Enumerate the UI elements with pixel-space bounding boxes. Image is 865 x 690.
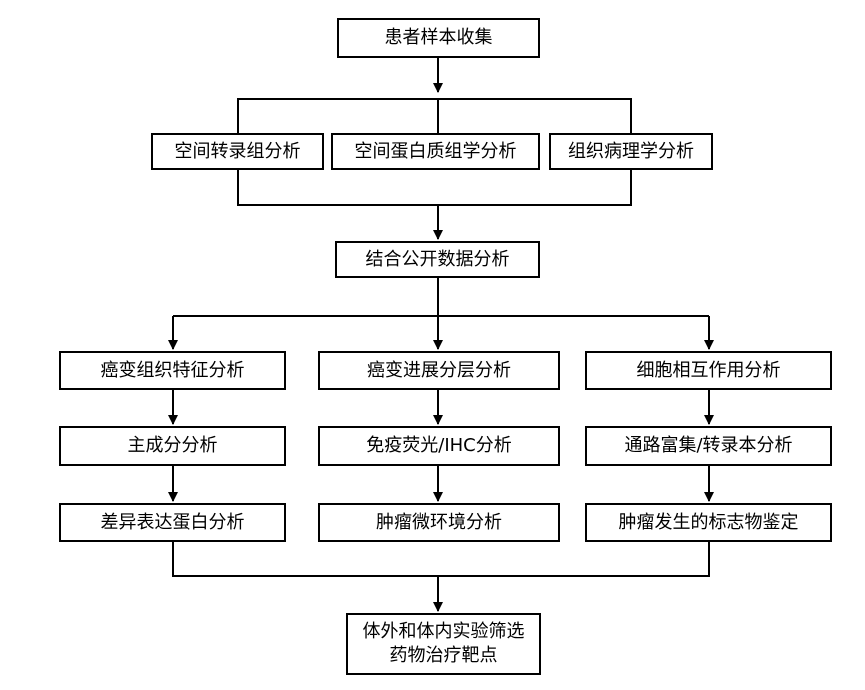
node-pathway-enrichment: 通路富集/转录本分析 [585, 426, 832, 466]
final-line-1: 体外和体内实验筛选 [362, 621, 525, 642]
node-spatial-transcriptome: 空间转录组分析 [151, 133, 324, 170]
node-tumor-microenvironment: 肿瘤微环境分析 [318, 503, 560, 542]
merge-line-level2 [237, 170, 632, 206]
node-drug-targets: 体外和体内实验筛选 药物治疗靶点 [346, 613, 541, 675]
node-cell-interaction: 细胞相互作用分析 [585, 351, 832, 390]
merge-line-final [172, 542, 710, 577]
node-tumor-markers: 肿瘤发生的标志物鉴定 [585, 503, 832, 542]
branch-line-top [237, 98, 632, 133]
node-patient-sample-collection: 患者样本收集 [337, 18, 540, 58]
node-pca: 主成分分析 [59, 426, 286, 466]
node-cancer-tissue-features: 癌变组织特征分析 [59, 351, 286, 390]
final-line-2: 药物治疗靶点 [389, 645, 498, 666]
node-cancer-progression: 癌变进展分层分析 [318, 351, 560, 390]
node-histopathology: 组织病理学分析 [549, 133, 713, 170]
node-public-data-analysis: 结合公开数据分析 [335, 241, 540, 278]
node-diff-protein: 差异表达蛋白分析 [59, 503, 286, 542]
node-if-ihc: 免疫荧光/IHC分析 [318, 426, 560, 466]
node-spatial-proteome: 空间蛋白质组学分析 [331, 133, 540, 170]
